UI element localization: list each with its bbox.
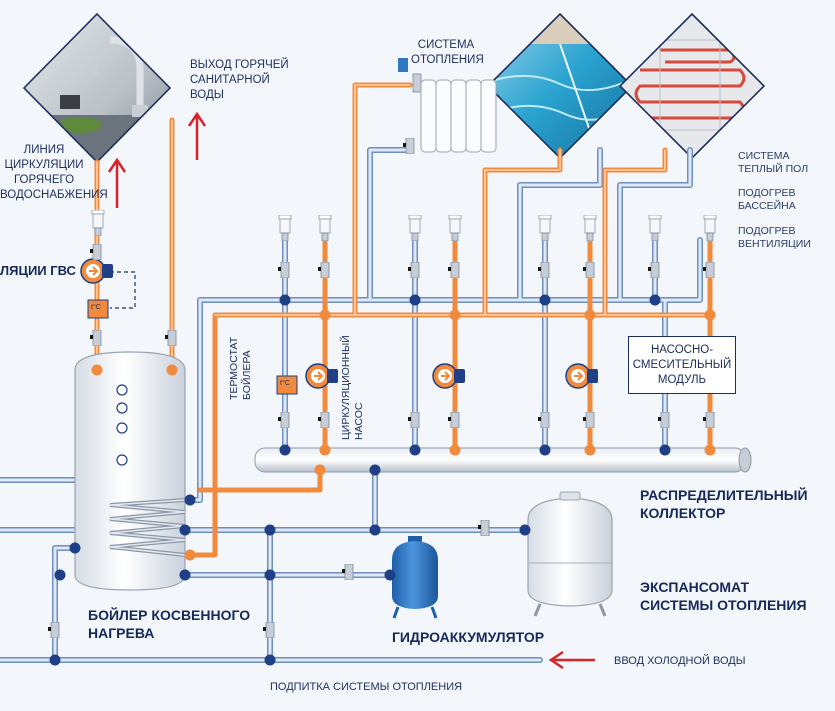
air-vent-icon bbox=[583, 215, 597, 241]
air-vent-icon bbox=[538, 215, 552, 241]
pump-icon bbox=[432, 363, 466, 389]
hot-outlet-label: ВЫХОД ГОРЯЧЕЙ САНИТАРНОЙ ВОДЫ bbox=[190, 59, 289, 101]
valve-icon bbox=[263, 622, 275, 638]
radiator-icon bbox=[398, 58, 497, 153]
valve-icon bbox=[48, 622, 60, 638]
faucet-photo bbox=[22, 12, 172, 164]
thermostat-icon bbox=[87, 299, 298, 395]
arrow-up-icon bbox=[187, 111, 207, 160]
arrow-up-icon bbox=[107, 157, 127, 208]
valve-icon bbox=[538, 412, 550, 428]
valve-icon bbox=[648, 262, 660, 278]
floor-heating-photo bbox=[618, 12, 766, 160]
pump-icon bbox=[565, 363, 599, 389]
expansion-tank-label: ЭКСПАНСОМАТ СИСТЕМЫ ОТОПЛЕНИЯ bbox=[640, 579, 807, 613]
valve-icon bbox=[90, 244, 102, 260]
valve-icon bbox=[165, 330, 177, 346]
valve-icon bbox=[408, 262, 420, 278]
makeup-label: ПОДПИТКА СИСТЕМЫ ОТОПЛЕНИЯ bbox=[270, 681, 463, 693]
thermometer-label: t°C bbox=[91, 304, 101, 311]
boiler-label: БОЙЛЕР КОСВЕННОГО НАГРЕВА bbox=[88, 607, 251, 641]
valve-icon bbox=[538, 262, 550, 278]
valve-icon bbox=[318, 412, 330, 428]
air-vent-icon bbox=[318, 215, 332, 241]
pool-photo bbox=[486, 12, 634, 160]
circ-pump-label: ЦИРКУЛЯЦИОННЫЙ НАСОС bbox=[340, 335, 365, 440]
thermometer-label: t°C bbox=[280, 380, 290, 387]
air-vent-icon bbox=[703, 215, 717, 241]
manifold-label: РАСПРЕДЕЛИТЕЛЬНЫЙ КОЛЛЕКТОР bbox=[640, 487, 808, 521]
junction-nodes bbox=[49, 294, 716, 666]
valve-icon bbox=[658, 412, 670, 428]
air-vent-icon bbox=[648, 215, 662, 241]
valve-icon bbox=[318, 262, 330, 278]
valve-icon bbox=[583, 262, 595, 278]
circulation-line-label: ЛИНИЯ ЦИРКУЛЯЦИИ ГОРЯЧЕГО ВОДОСНАБЖЕНИЯ bbox=[0, 144, 108, 201]
mixing-module-label: НАСОСНО- СМЕСИТЕЛЬНЫЙ МОДУЛЬ bbox=[632, 343, 732, 386]
pump-icon bbox=[80, 258, 114, 284]
pump-icon bbox=[305, 363, 339, 389]
mixing-module-box: НАСОСНО- СМЕСИТЕЛЬНЫЙ МОДУЛЬ bbox=[628, 336, 736, 394]
pool-heating-label: ПОДОГРЕВ БАССЕЙНА bbox=[738, 187, 796, 212]
valve-icon bbox=[448, 262, 460, 278]
arrow-left-icon bbox=[548, 650, 595, 670]
valve-icon bbox=[408, 412, 420, 428]
boiler-tank bbox=[74, 351, 186, 591]
cold-input-label: ВВОД ХОЛОДНОЙ ВОДЫ bbox=[614, 655, 746, 667]
vent-heating-label: ПОДОГРЕВ ВЕНТИЛЯЦИИ bbox=[738, 225, 811, 250]
accumulator-label: ГИДРОАККУМУЛЯТОР bbox=[392, 629, 545, 645]
floor-heating-label: СИСТЕМА ТЕПЛЫЙ ПОЛ bbox=[738, 150, 809, 175]
valve-icon bbox=[278, 262, 290, 278]
air-vent-icon bbox=[91, 210, 105, 236]
air-vent-icon bbox=[448, 215, 462, 241]
boiler-thermostat-label: ТЕРМОСТАТ БОЙЛЕРА bbox=[228, 336, 253, 400]
air-vent-icon bbox=[278, 215, 292, 241]
control-line bbox=[110, 271, 136, 309]
valve-icon bbox=[90, 330, 102, 346]
valve-icon bbox=[278, 412, 290, 428]
air-vent-icon bbox=[408, 215, 422, 241]
heating-system-label: СИСТЕМА ОТОПЛЕНИЯ bbox=[411, 39, 484, 66]
expansion-tank bbox=[527, 491, 613, 617]
accumulator-tank bbox=[392, 536, 438, 619]
valve-icon bbox=[448, 412, 460, 428]
valve-icon bbox=[703, 412, 715, 428]
valve-icon bbox=[583, 412, 595, 428]
dhw-pump-label: ЛЯЦИИ ГВС bbox=[0, 263, 76, 278]
